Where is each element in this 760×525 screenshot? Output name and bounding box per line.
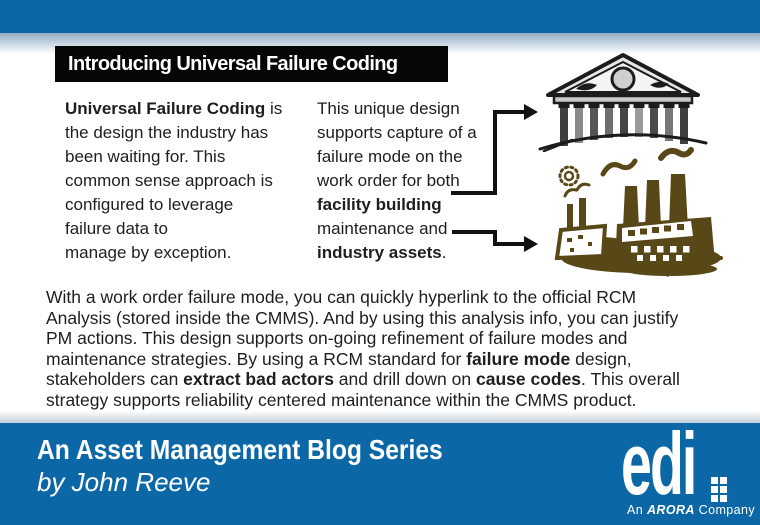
series-title: An Asset Management Blog Series bbox=[37, 434, 443, 465]
columns bbox=[558, 104, 690, 146]
arrow-right-icon bbox=[524, 236, 538, 252]
facility-connector-v bbox=[493, 110, 497, 195]
callout-line: supports capture of a bbox=[317, 123, 477, 142]
callout-line: facility building bbox=[317, 195, 442, 214]
intro-line: manage by exception. bbox=[65, 243, 232, 262]
industry-connector-h1 bbox=[452, 230, 497, 234]
intro-paragraph: Universal Failure Coding is the design t… bbox=[65, 97, 320, 265]
top-blue-bar bbox=[0, 0, 760, 33]
callout-line: failure mode on the bbox=[317, 147, 463, 166]
page-title-text: Introducing Universal Failure Coding bbox=[68, 53, 398, 75]
window-grid-icon bbox=[711, 477, 727, 502]
body-line: PM actions. This design supports on-goin… bbox=[46, 328, 628, 348]
intro-line: configured to leverage bbox=[65, 195, 234, 214]
intro-line: Universal Failure Coding is bbox=[65, 99, 283, 118]
body-line: Analysis (stored inside the CMMS). And b… bbox=[46, 307, 679, 328]
callout-line: work order for both bbox=[317, 171, 460, 190]
edi-logo: edi bbox=[621, 414, 697, 513]
company-tagline: An ARORA Company bbox=[627, 503, 755, 517]
body-line: strategy supports reliability centered m… bbox=[46, 389, 637, 410]
callout-paragraph: This unique design supports capture of a… bbox=[317, 97, 492, 265]
arrow-right-icon bbox=[524, 104, 538, 120]
intro-line: common sense approach is bbox=[65, 171, 273, 190]
callout-line: This unique design bbox=[317, 99, 460, 118]
industry-connector-h2 bbox=[493, 242, 526, 246]
facility-connector-h1 bbox=[451, 191, 497, 195]
intro-line: been waiting for. This bbox=[65, 147, 226, 166]
page-title: Introducing Universal Failure Coding bbox=[55, 46, 448, 82]
industry-connector-v bbox=[493, 230, 497, 246]
callout-line: maintenance and bbox=[317, 219, 448, 238]
intro-line: the design the industry has bbox=[65, 123, 269, 142]
body-paragraph: With a work order failure mode, you can … bbox=[46, 287, 680, 410]
author-byline: by John Reeve bbox=[37, 467, 211, 497]
factory-illustration bbox=[554, 147, 723, 277]
facility-connector-h2 bbox=[493, 110, 526, 114]
intro-line: failure data to bbox=[65, 219, 169, 238]
classical-building-illustration bbox=[538, 53, 708, 152]
footer-bar: An Asset Management Blog Series by John … bbox=[0, 415, 760, 525]
body-line: stakeholders can extract bad actors and … bbox=[46, 369, 680, 389]
bottom-fade bbox=[0, 411, 760, 423]
callout-line: industry assets. bbox=[317, 243, 447, 262]
body-line: maintenance strategies. By using a RCM s… bbox=[46, 348, 632, 369]
body-line: With a work order failure mode, you can … bbox=[46, 287, 637, 307]
